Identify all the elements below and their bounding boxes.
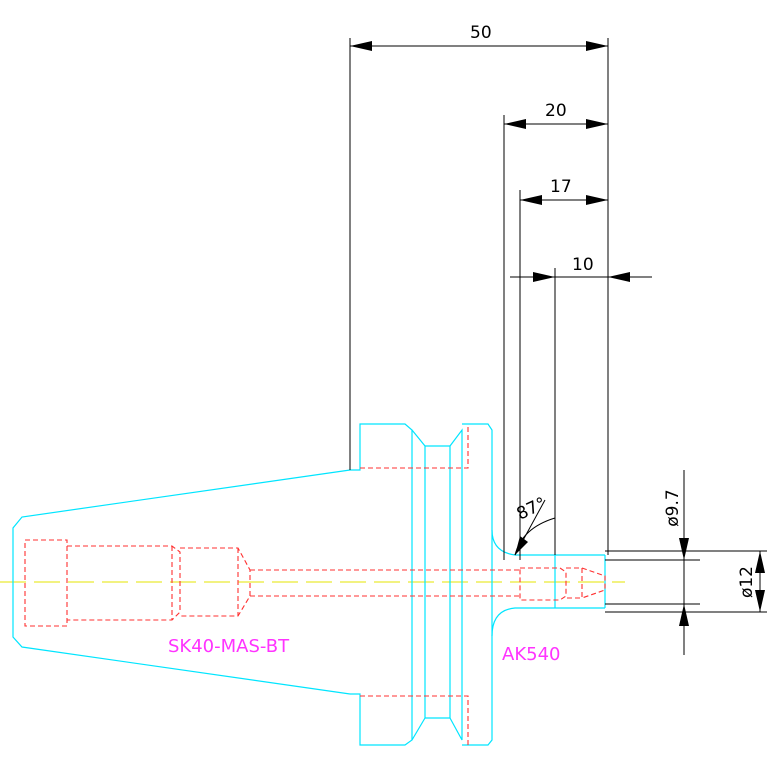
- hidden-lines: [24, 424, 606, 745]
- flange-outline: [350, 423, 606, 746]
- holder-label: SK40-MAS-BT: [168, 636, 290, 657]
- dim-10-label: 10: [572, 255, 594, 275]
- arrowheads: [350, 41, 765, 626]
- dimension-lines: [349, 38, 767, 655]
- collet-label: AK540: [502, 644, 560, 665]
- dim-20-label: 20: [545, 101, 567, 121]
- angle-label: 87°: [514, 494, 550, 525]
- taper-outline: [12, 469, 351, 695]
- dia-12-label: ø12: [737, 566, 757, 598]
- dim-50-label: 50: [470, 23, 492, 43]
- dim-17-label: 17: [550, 177, 572, 197]
- dia-9-7-label: ø9.7: [663, 489, 683, 526]
